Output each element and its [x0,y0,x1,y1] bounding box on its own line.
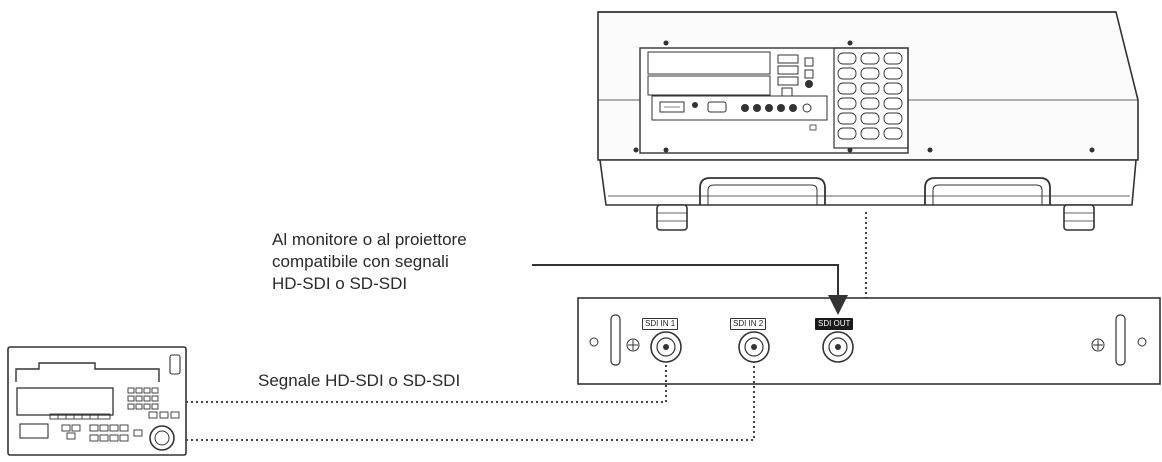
bnc-connector-sdi-in-2 [738,331,770,363]
bnc-connector-sdi-out [822,331,854,363]
sdi-in-1-badge: SDI IN 1 [642,318,679,330]
screw [626,338,640,352]
signal-cable-2 [186,362,755,441]
sdi-out-badge: SDI OUT [815,318,854,330]
monitor-label: Al monitore o al proiettore compatibile … [272,229,467,295]
output-arrow [532,264,848,315]
sdi-in-2-badge: SDI IN 2 [730,318,767,330]
projector [597,11,1139,231]
monitor-label-line-2: compatibile con segnali [272,252,449,271]
signal-label: Segnale HD-SDI o SD-SDI [258,371,461,390]
jog-dial [149,425,175,451]
bnc-connector-sdi-in-1 [650,331,682,363]
cables [186,264,848,441]
monitor-label-line-3: HD-SDI o SD-SDI [272,274,408,293]
monitor-label-line-1: Al monitore o al proiettore [272,230,467,249]
vtr-device [7,346,187,456]
signal-cable-1 [186,362,667,403]
screw [1091,338,1105,352]
